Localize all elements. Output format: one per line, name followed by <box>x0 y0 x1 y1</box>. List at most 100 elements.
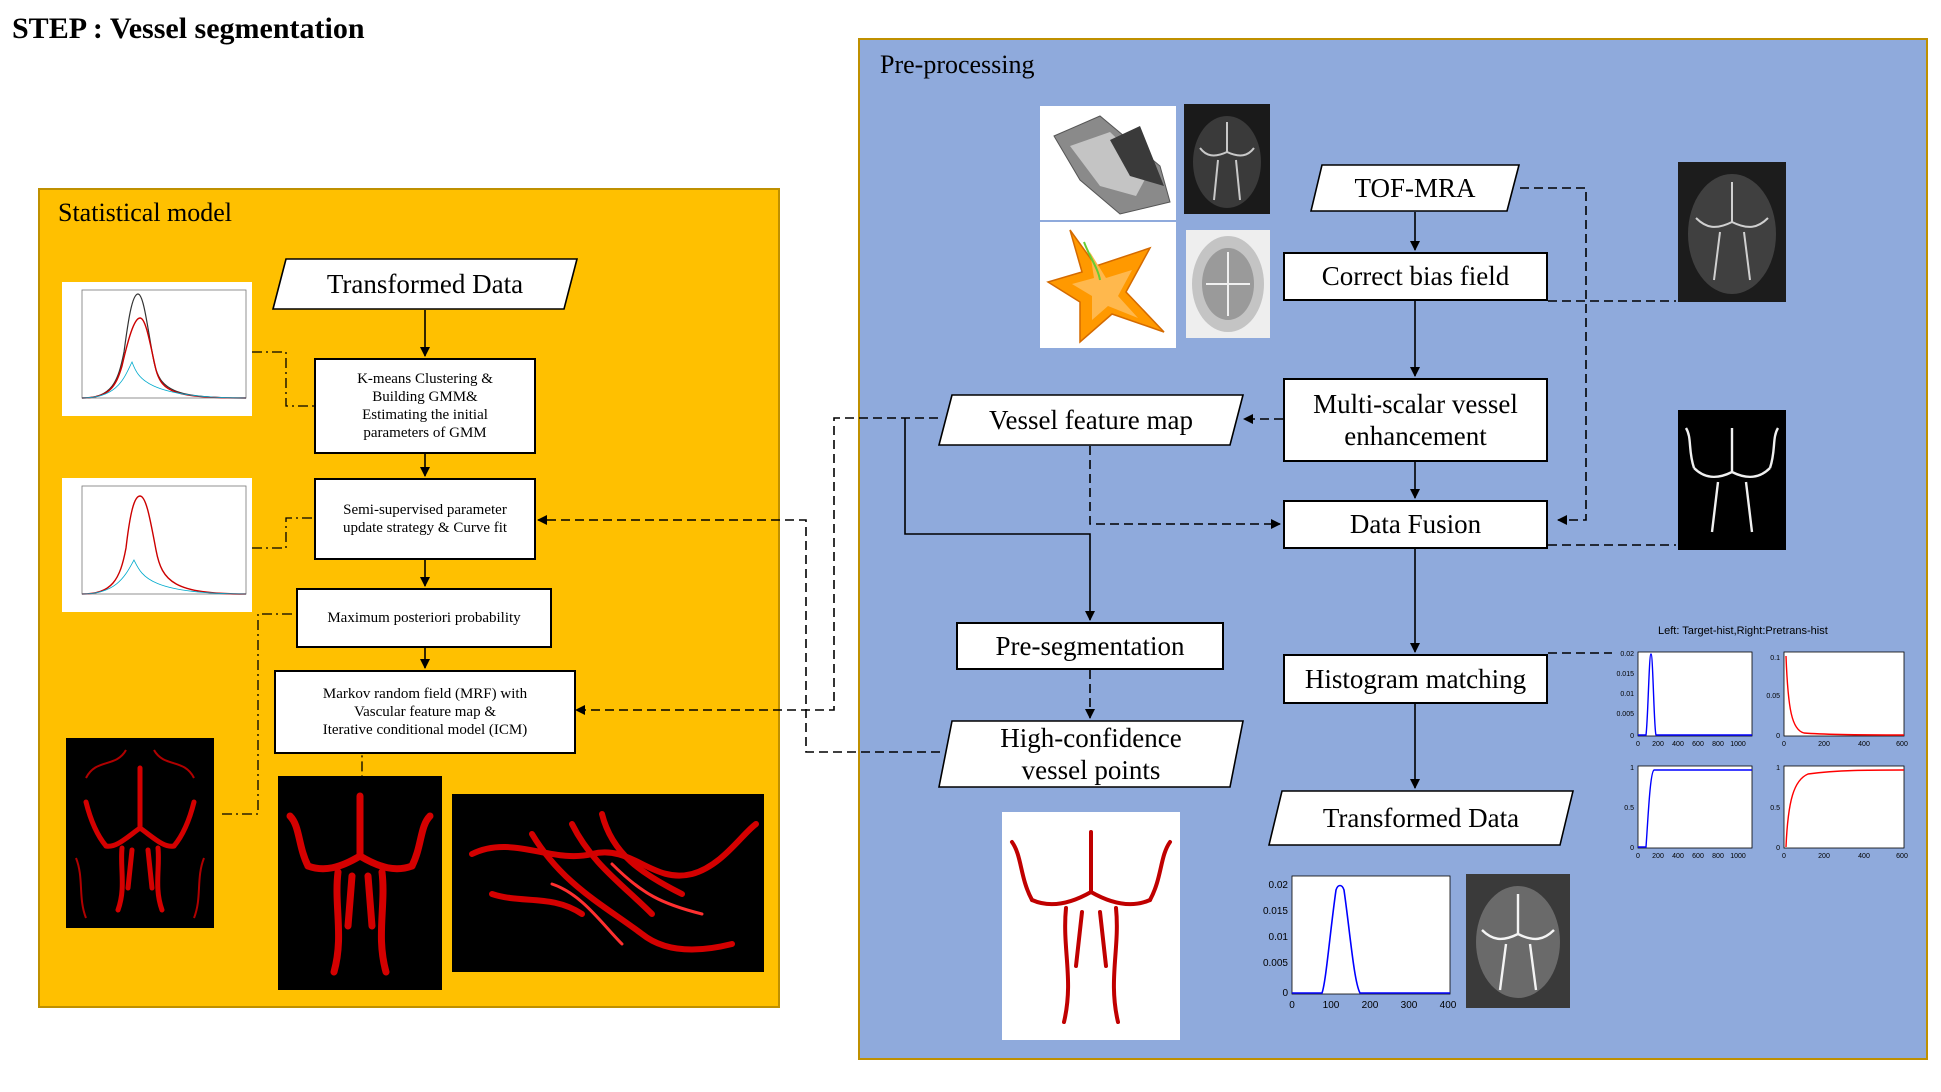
t4y-1: 0.5 <box>1770 805 1780 812</box>
t4x-2: 400 <box>1858 853 1870 860</box>
high-confidence-vessel-image <box>1002 812 1180 1040</box>
transformed-data-label: Transformed Data <box>326 268 524 299</box>
vessel-3d-side-image <box>452 794 764 972</box>
transformed-data-output-label: Transformed Data <box>1322 802 1520 833</box>
registration-colored-image <box>1040 222 1176 348</box>
t1x-0: 0 <box>1636 741 1640 748</box>
transformed-histogram-plot: 0.02 0.015 0.01 0.005 0 0 100 200 300 40… <box>1263 875 1456 1011</box>
histogram-matching-label: Histogram matching <box>1304 663 1527 694</box>
kmeans-line-2: Building GMM& <box>372 389 478 405</box>
kmeans-line-1: K-means Clustering & <box>357 371 493 387</box>
high-confidence-line-1: High-confidence <box>1000 722 1182 753</box>
mrf-box: Markov random field (MRF) with Vascular … <box>274 670 576 754</box>
preprocessing-panel-label: Pre-processing <box>880 50 1035 79</box>
bigy-1: 0.015 <box>1263 906 1288 917</box>
mrf-line-2: Vascular feature map & <box>353 704 497 720</box>
mip-vessel-result-image <box>66 738 214 928</box>
t4y-0: 1 <box>1776 765 1780 772</box>
parallelogram-shape <box>938 394 1244 446</box>
kmeans-line-4: parameters of GMM <box>363 425 487 441</box>
tof-mra-input: TOF-MRA <box>1310 164 1520 212</box>
data-fusion-box: Data Fusion <box>1283 500 1548 549</box>
histogram-comparison-plots: Left: Target-hist,Right:Pretrans-hist 0.… <box>1616 625 1908 860</box>
histogram-plots-title: Left: Target-hist,Right:Pretrans-hist <box>1658 625 1828 637</box>
registration-grey-image <box>1040 106 1176 220</box>
transformed-mra-image <box>1466 874 1570 1008</box>
transformed-data-input: Transformed Data <box>272 258 578 310</box>
bigy-0: 0.02 <box>1269 880 1289 891</box>
t3x-1: 200 <box>1652 853 1664 860</box>
kmeans-line-3: Estimating the initial <box>362 407 488 423</box>
t1y-0: 0.02 <box>1620 651 1634 658</box>
vessel-feature-map-label: Vessel feature map <box>989 404 1193 435</box>
parallelogram-shape <box>272 258 578 310</box>
semi-supervised-line-2: update strategy & Curve fit <box>342 520 508 536</box>
histogram-matching-box: Histogram matching <box>1283 654 1548 704</box>
map-box: Maximum posteriori probability <box>296 588 552 648</box>
multi-scalar-enhancement-box: Multi-scalar vessel enhancement <box>1283 378 1548 462</box>
t2x-0: 0 <box>1782 741 1786 748</box>
t1x-3: 600 <box>1692 741 1704 748</box>
t1y-2: 0.01 <box>1620 691 1634 698</box>
bigy-3: 0.005 <box>1263 958 1288 969</box>
correct-bias-field-label: Correct bias field <box>1321 261 1510 292</box>
t3y-2: 0 <box>1630 845 1634 852</box>
t1y-1: 0.015 <box>1616 671 1634 678</box>
parallelogram-shape <box>1268 790 1574 846</box>
t1x-2: 400 <box>1672 741 1684 748</box>
semi-supervised-box: Semi-supervised parameter update strateg… <box>314 478 536 560</box>
bigx-3: 300 <box>1401 1000 1418 1011</box>
bigy-4: 0 <box>1282 988 1288 999</box>
t2y-2: 0 <box>1776 733 1780 740</box>
multi-scalar-line-2: enhancement <box>1344 421 1487 451</box>
t2x-3: 600 <box>1896 741 1908 748</box>
bias-corrected-mra-image <box>1678 162 1786 302</box>
data-fusion-label: Data Fusion <box>1349 509 1482 540</box>
page-title: STEP : Vessel segmentation <box>12 12 365 45</box>
t1y-4: 0 <box>1630 733 1634 740</box>
mrf-line-1: Markov random field (MRF) with <box>322 686 528 702</box>
t4x-0: 0 <box>1782 853 1786 860</box>
vessel-feature-map-node: Vessel feature map <box>938 394 1244 446</box>
t4y-2: 0 <box>1776 845 1780 852</box>
bigx-1: 100 <box>1323 1000 1340 1011</box>
statistical-panel-label: Statistical model <box>58 198 233 227</box>
t1y-3: 0.005 <box>1616 711 1634 718</box>
t4x-3: 600 <box>1896 853 1908 860</box>
pre-segmentation-box: Pre-segmentation <box>956 622 1224 670</box>
high-confidence-line-2: vessel points <box>1021 755 1161 785</box>
kmeans-box: K-means Clustering & Building GMM& Estim… <box>314 358 536 454</box>
t2y-1: 0.05 <box>1766 693 1780 700</box>
parallelogram-shape <box>938 720 1244 788</box>
t2y-0: 0.1 <box>1770 655 1780 662</box>
multi-scalar-line-1: Multi-scalar vessel <box>1313 388 1518 419</box>
t3x-0: 0 <box>1636 853 1640 860</box>
bigx-2: 200 <box>1362 1000 1379 1011</box>
bigy-2: 0.01 <box>1269 932 1289 943</box>
t2x-2: 400 <box>1858 741 1870 748</box>
bigx-0: 0 <box>1289 1000 1295 1011</box>
mra-axial-image-top <box>1184 104 1270 214</box>
mra-axial-image-bottom <box>1186 230 1270 338</box>
t3y-0: 1 <box>1630 765 1634 772</box>
t3x-2: 400 <box>1672 853 1684 860</box>
t3x-4: 800 <box>1712 853 1724 860</box>
t1x-4: 800 <box>1712 741 1724 748</box>
correct-bias-field-box: Correct bias field <box>1283 252 1548 301</box>
parallelogram-shape <box>1310 164 1520 212</box>
gmm-fit-plot <box>62 478 252 612</box>
t1x-5: 1000 <box>1730 741 1746 748</box>
t1x-1: 200 <box>1652 741 1664 748</box>
high-confidence-points-node: High-confidence vessel points <box>938 720 1244 788</box>
vessel-3d-front-image <box>278 776 442 990</box>
enhanced-vessel-image <box>1678 410 1786 550</box>
t4x-1: 200 <box>1818 853 1830 860</box>
map-label: Maximum posteriori probability <box>327 610 521 626</box>
tof-mra-label: TOF-MRA <box>1354 172 1476 203</box>
mrf-line-3: Iterative conditional model (ICM) <box>322 722 528 738</box>
bigx-4: 400 <box>1440 1000 1456 1011</box>
t3x-5: 1000 <box>1730 853 1746 860</box>
gmm-kmeans-plot <box>62 282 252 416</box>
t3y-1: 0.5 <box>1624 805 1634 812</box>
